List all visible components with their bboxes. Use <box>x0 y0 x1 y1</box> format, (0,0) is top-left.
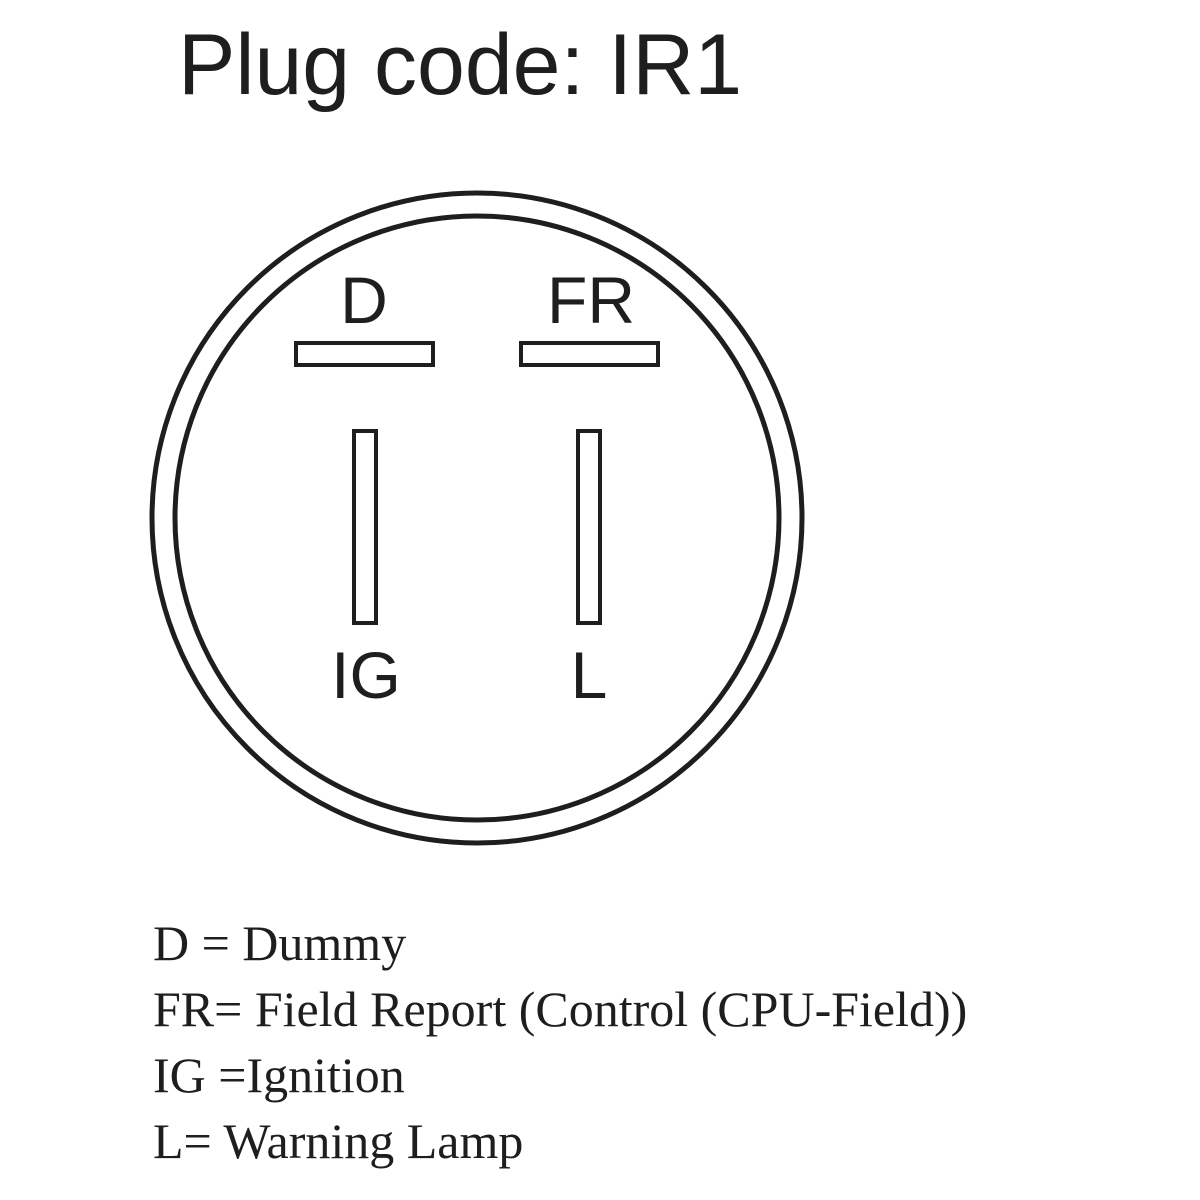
plug-outer-ring <box>149 190 805 846</box>
legend-item-fr: FR= Field Report (Control (CPU-Field)) <box>153 981 968 1037</box>
pin-label-ig: IG <box>331 638 401 712</box>
terminal-fr <box>519 341 660 367</box>
page-title: Plug code: IR1 <box>178 17 743 113</box>
pin-legend: D = Dummy FR= Field Report (Control (CPU… <box>153 910 967 1174</box>
legend-item-l: L= Warning Lamp <box>153 1113 524 1169</box>
plug-inner-ring <box>172 213 782 823</box>
terminal-l <box>576 429 602 625</box>
pin-label-l: L <box>571 638 608 712</box>
terminal-d <box>294 341 435 367</box>
pin-label-fr: FR <box>547 263 635 337</box>
legend-item-d: D = Dummy <box>153 915 407 971</box>
legend-item-ig: IG =Ignition <box>153 1047 405 1103</box>
pin-label-d: D <box>340 263 388 337</box>
terminal-ig <box>352 429 378 625</box>
